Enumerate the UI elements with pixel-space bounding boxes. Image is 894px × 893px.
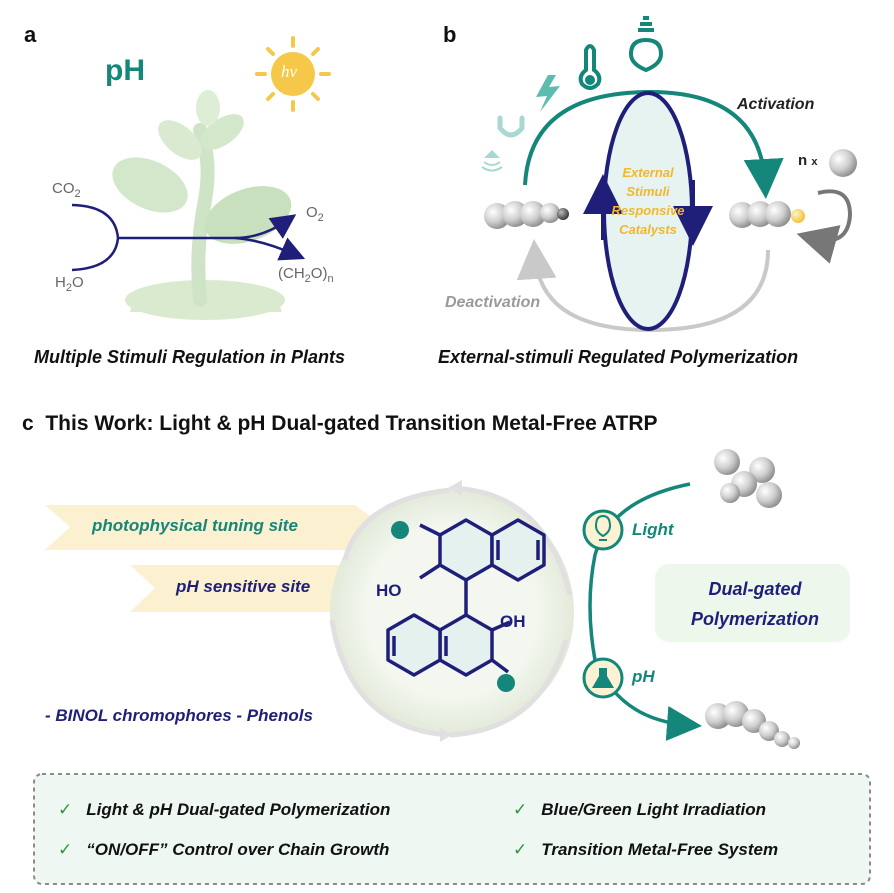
features-box xyxy=(33,773,871,885)
panel-c-title: c This Work: Light & pH Dual-gated Trans… xyxy=(22,412,658,435)
lightning-icon xyxy=(536,75,560,112)
ch2o-label: (CH2O)n xyxy=(278,265,334,285)
feature-item: ✓“ON/OFF” Control over Chain Growth xyxy=(58,840,390,859)
n-times-label: n x xyxy=(798,152,818,169)
feature-item: ✓Transition Metal-Free System xyxy=(513,840,779,859)
thermometer-icon xyxy=(578,44,602,90)
plant-illustration xyxy=(112,90,292,320)
lightbulb-icon xyxy=(628,16,664,73)
monomer-cluster xyxy=(714,449,782,508)
activation-label: Activation xyxy=(737,96,815,113)
oh-label: OH xyxy=(500,612,526,631)
hv-label: hv xyxy=(281,62,298,81)
ho-label: HO xyxy=(376,581,402,600)
site-dot-bottom xyxy=(497,674,515,692)
dual-gated-arc xyxy=(588,482,850,741)
propagation-arrow xyxy=(796,189,853,264)
check-icon: ✓ xyxy=(58,800,73,819)
feature-item: ✓Light & pH Dual-gated Polymerization xyxy=(58,800,391,819)
catalyst-label: External Stimuli Responsive Catalysts xyxy=(611,165,685,237)
panel-b-caption: External-stimuli Regulated Polymerizatio… xyxy=(438,347,799,367)
binol-structure xyxy=(386,518,546,677)
check-icon: ✓ xyxy=(58,840,73,859)
ultrasound-icon xyxy=(481,150,503,172)
ph-label: pH xyxy=(105,54,145,87)
o2-label: O2 xyxy=(306,204,324,224)
photophysical-site-label: photophysical tuning site xyxy=(92,516,298,535)
light-label: Light xyxy=(632,520,674,539)
monomer-ball xyxy=(829,149,857,177)
check-icon: ✓ xyxy=(513,800,528,819)
activation-cycle xyxy=(516,89,784,333)
banner-arrows xyxy=(45,505,385,612)
feature-item: ✓Blue/Green Light Irradiation xyxy=(513,800,767,819)
active-chain xyxy=(729,201,805,228)
ph-gate-label: pH xyxy=(632,667,655,686)
light-circle-icon xyxy=(582,509,624,551)
chromophores-label: - BINOL chromophores - Phenols xyxy=(45,706,313,725)
panel-b-letter: b xyxy=(443,22,457,47)
site-dot-top xyxy=(391,521,409,539)
panel-a-letter: a xyxy=(24,22,37,47)
sun-icon xyxy=(255,36,331,112)
dual-gated-label: Dual-gated Polymerization xyxy=(690,579,820,629)
h2o-label: H2O xyxy=(55,274,84,294)
co2-label: CO2 xyxy=(52,180,81,200)
panel-a-caption: Multiple Stimuli Regulation in Plants xyxy=(34,347,346,367)
polymer-product xyxy=(705,701,800,749)
ph-site-label: pH sensitive site xyxy=(176,577,311,596)
flask-circle-icon xyxy=(582,657,624,699)
photosynthesis-arrows xyxy=(71,203,306,272)
binol-ring xyxy=(329,480,574,742)
deactivation-label: Deactivation xyxy=(445,294,541,311)
check-icon: ✓ xyxy=(513,840,528,859)
magnet-icon xyxy=(497,115,525,138)
dormant-chain xyxy=(484,201,569,229)
